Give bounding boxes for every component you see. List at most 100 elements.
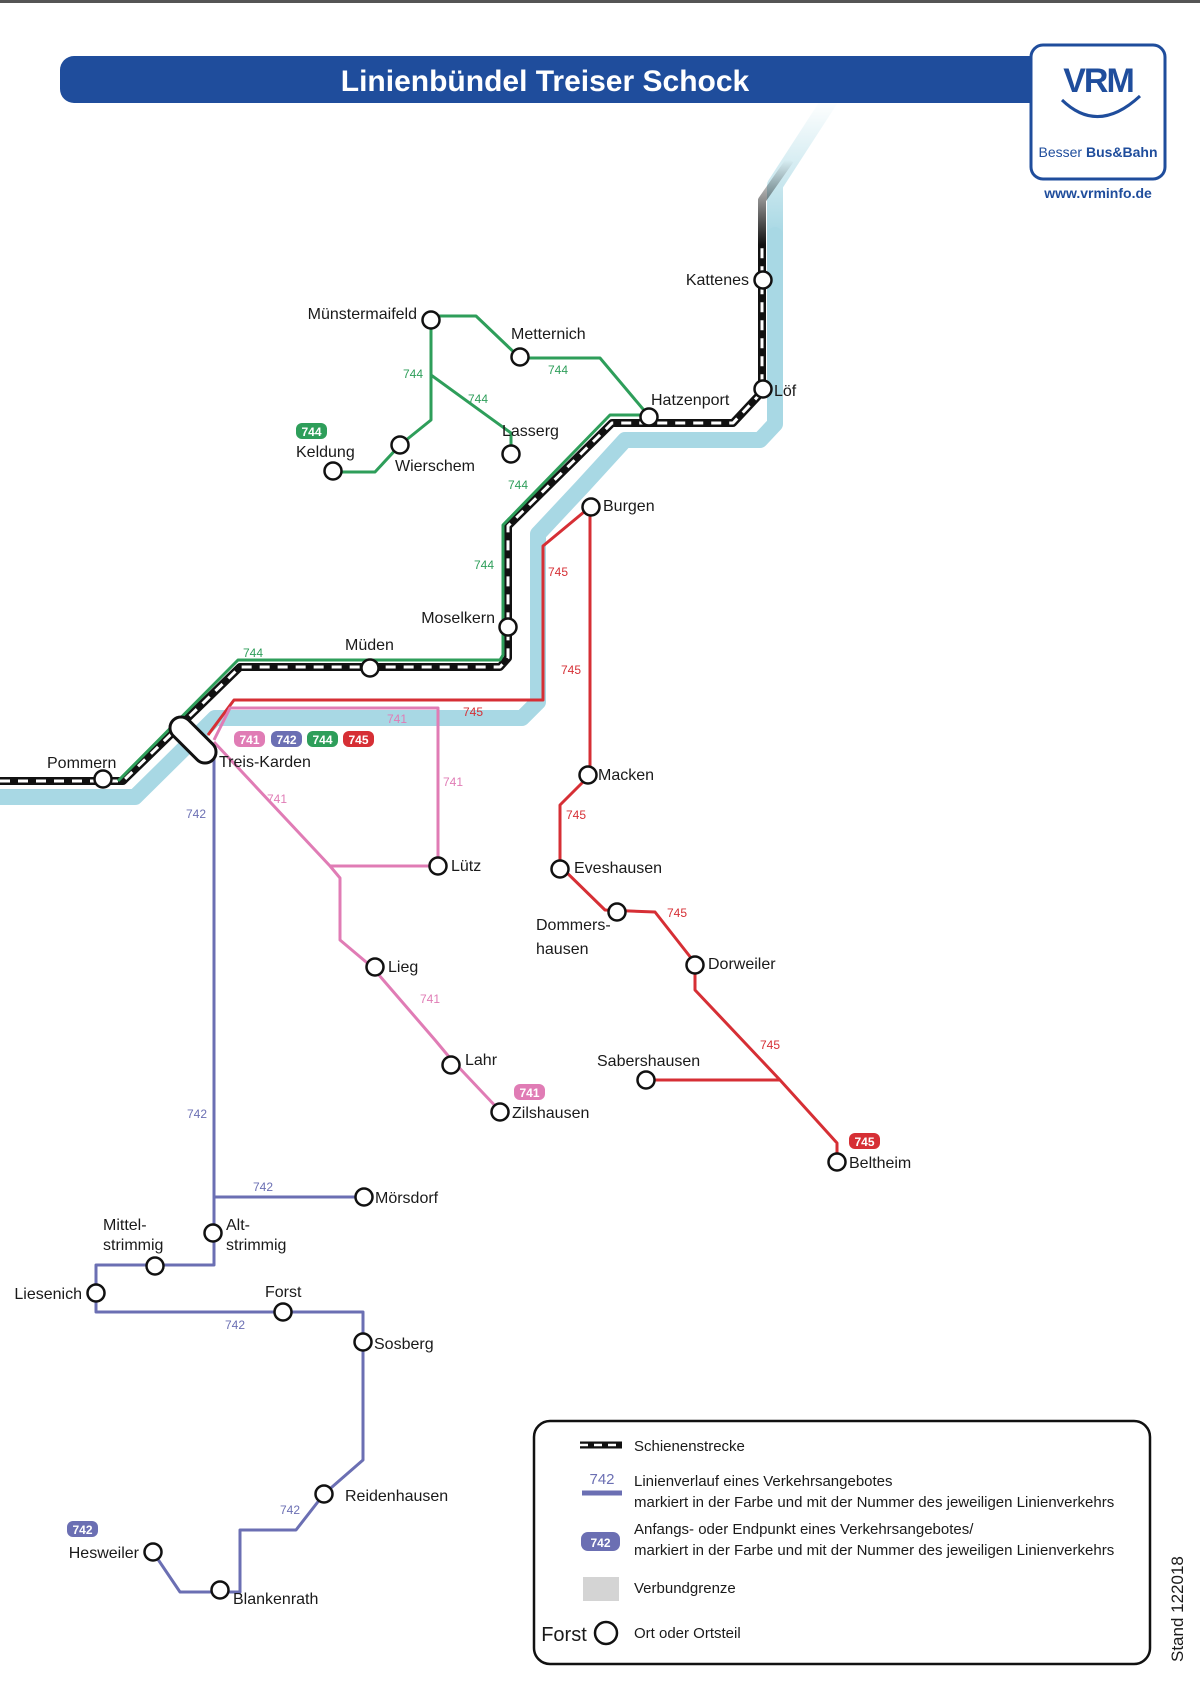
line-number-labels: 744 744 744 744 744 744 745 745 745 745 … — [186, 363, 780, 1517]
legend-place-label: Ort oder Ortsteil — [634, 1625, 741, 1642]
line-742 — [94, 755, 365, 1594]
legend-boundary-swatch — [583, 1577, 619, 1601]
stop-mittelstrimmig[interactable] — [145, 1256, 165, 1276]
stop-loef[interactable] — [753, 379, 773, 399]
label-lahr: Lahr — [465, 1052, 498, 1069]
line-745 — [206, 505, 839, 1160]
treis-karden-station-icon[interactable] — [165, 712, 220, 767]
stop-reidenhausen[interactable] — [314, 1484, 334, 1504]
stop-luetz[interactable] — [428, 856, 448, 876]
vrm-url[interactable]: www.vrminfo.de — [1043, 185, 1152, 201]
label-luetz: Lütz — [451, 858, 481, 875]
label-eveshausen: Eveshausen — [574, 860, 662, 877]
stop-sosberg[interactable] — [353, 1332, 373, 1352]
stop-labels: Kattenes Löf Hatzenport Münstermaifeld M… — [14, 272, 911, 1608]
stop-metternich[interactable] — [510, 347, 530, 367]
top-border — [0, 0, 1200, 3]
stand-date: Stand 122018 — [1168, 1556, 1187, 1662]
label-macken: Macken — [598, 767, 654, 784]
stop-sabershausen[interactable] — [636, 1070, 656, 1090]
line-742-main — [94, 755, 365, 1594]
legend-line-text-2: markiert in der Farbe und mit der Nummer… — [634, 1494, 1114, 1511]
stop-lahr[interactable] — [441, 1055, 461, 1075]
legend-place-icon — [593, 1620, 619, 1646]
title-bar: Linienbündel Treiser Schock — [60, 56, 1105, 103]
label-744: 744 — [468, 392, 488, 406]
legend-badge-number: 742 — [590, 1536, 610, 1550]
label-beltheim: Beltheim — [849, 1155, 911, 1172]
stop-eveshausen[interactable] — [550, 859, 570, 879]
label-dommershausen-2: hausen — [536, 941, 589, 958]
label-blankenrath: Blankenrath — [233, 1591, 318, 1608]
legend-badge-swatch — [581, 1532, 620, 1551]
svg-text:741: 741 — [519, 1086, 539, 1100]
stop-burgen[interactable] — [581, 497, 601, 517]
stop-lasserg[interactable] — [501, 444, 521, 464]
label-dommershausen-1: Dommers- — [536, 917, 611, 934]
label-sosberg: Sosberg — [374, 1336, 434, 1353]
label-wierschem: Wierschem — [395, 458, 475, 475]
badge-744-treiskarden: 744 — [307, 731, 338, 747]
label-741: 741 — [443, 775, 463, 789]
stop-beltheim[interactable] — [827, 1152, 847, 1172]
legend-line-text-1: Linienverlauf eines Verkehrsangebotes — [634, 1473, 893, 1490]
vrm-tagline: Besser Bus&Bahn — [1038, 144, 1157, 160]
stop-hatzenport[interactable] — [639, 407, 659, 427]
badge-741-zilshausen: 741 — [514, 1084, 545, 1100]
rail-fade — [758, 157, 794, 245]
label-altstrimmig-1: Alt- — [226, 1217, 250, 1234]
stop-blankenrath[interactable] — [210, 1580, 230, 1600]
badge-742-treiskarden: 742 — [271, 731, 302, 747]
label-744: 744 — [548, 363, 568, 377]
stop-dommershausen[interactable] — [607, 902, 627, 922]
svg-text:742: 742 — [72, 1523, 92, 1537]
badge-741-treiskarden: 741 — [234, 731, 265, 747]
stop-kattenes[interactable] — [753, 270, 773, 290]
svg-text:745: 745 — [854, 1135, 874, 1149]
stop-hesweiler[interactable] — [143, 1542, 163, 1562]
stop-moersdorf[interactable] — [354, 1187, 374, 1207]
svg-text:744: 744 — [301, 425, 321, 439]
label-744: 744 — [403, 367, 423, 381]
line-741-lahr — [212, 740, 502, 1113]
stop-keldung[interactable] — [323, 461, 343, 481]
stop-zilshausen[interactable] — [490, 1102, 510, 1122]
stop-dorweiler[interactable] — [685, 955, 705, 975]
line-744-lasserg — [430, 373, 513, 453]
svg-text:741: 741 — [239, 733, 259, 747]
label-keldung: Keldung — [296, 444, 355, 461]
label-hesweiler: Hesweiler — [69, 1545, 140, 1562]
label-744: 744 — [474, 558, 494, 572]
stop-lieg[interactable] — [365, 957, 385, 977]
legend-endpoint-text-1: Anfangs- oder Endpunkt eines Verkehrsang… — [634, 1521, 974, 1538]
stop-forst[interactable] — [273, 1302, 293, 1322]
label-742: 742 — [186, 807, 206, 821]
stop-macken[interactable] — [578, 765, 598, 785]
stop-muenstermaifeld[interactable] — [421, 310, 441, 330]
stop-moselkern[interactable] — [498, 617, 518, 637]
line-741-main — [212, 706, 440, 868]
vrm-wordmark: VRM — [1063, 62, 1133, 100]
river-mosel — [0, 92, 838, 805]
stop-pommern[interactable] — [93, 769, 113, 789]
stop-altstrimmig[interactable] — [203, 1223, 223, 1243]
label-muenstermaifeld: Münstermaifeld — [308, 306, 417, 323]
badge-745-treiskarden: 745 — [343, 731, 374, 747]
legend-sample-place: Forst — [541, 1624, 587, 1646]
badge-742-hesweiler: 742 — [67, 1521, 98, 1537]
label-742: 742 — [280, 1503, 300, 1517]
label-mittelstrimmig-2: strimmig — [103, 1237, 163, 1254]
label-745: 745 — [463, 705, 483, 719]
label-745: 745 — [566, 808, 586, 822]
badge-744-keldung: 744 — [296, 423, 327, 439]
stop-wierschem[interactable] — [390, 435, 410, 455]
label-reidenhausen: Reidenhausen — [345, 1488, 448, 1505]
stop-mueden[interactable] — [360, 658, 380, 678]
label-741: 741 — [267, 792, 287, 806]
badge-745-beltheim: 745 — [849, 1133, 880, 1149]
stops — [86, 270, 847, 1600]
stop-liesenich[interactable] — [86, 1283, 106, 1303]
vrm-logo[interactable]: VRM Besser Bus&Bahn www.vrminfo.de — [1029, 43, 1167, 201]
svg-text:744: 744 — [312, 733, 332, 747]
